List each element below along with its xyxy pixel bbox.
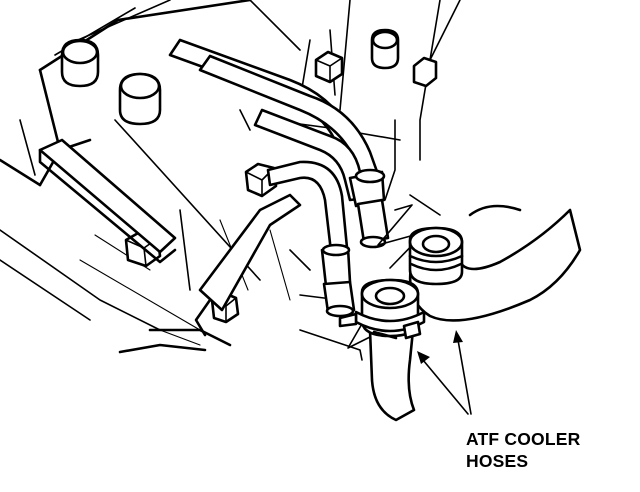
mounting-rail — [38, 138, 177, 264]
callout-line-1: ATF COOLER — [466, 429, 581, 449]
pipe-bracket — [194, 193, 302, 337]
callout-arrows — [417, 330, 472, 415]
callout-line-2: HOSES — [466, 451, 529, 471]
atf-cooler-hoses-label: ATF COOLER HOSES — [466, 428, 580, 472]
atf-cooler-lines — [168, 38, 390, 318]
atf-cooler-hoses — [338, 204, 582, 422]
